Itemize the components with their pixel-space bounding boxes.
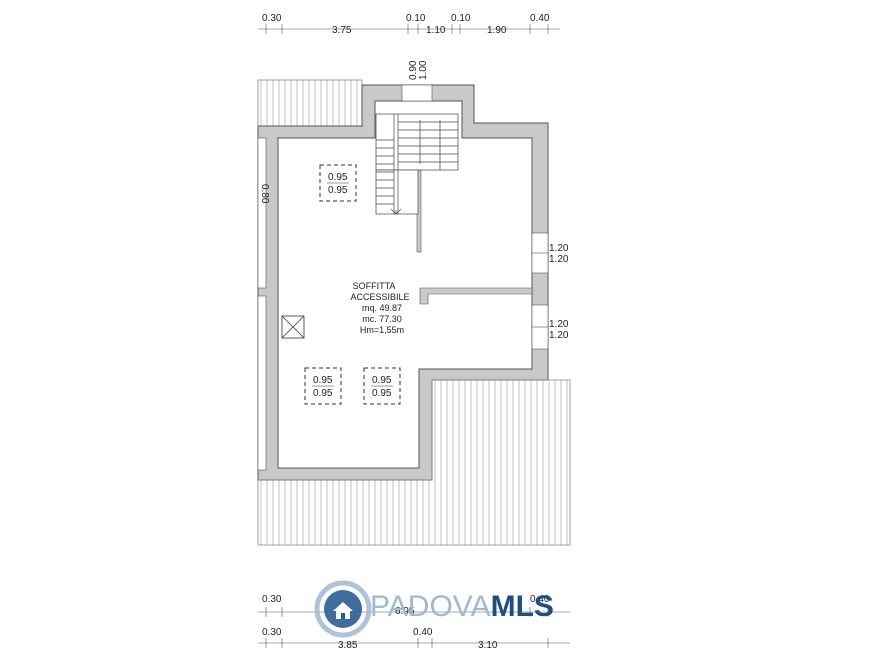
- skylight-1-w: 0.95: [328, 172, 348, 183]
- room-name-2: ACCESSIBILE: [350, 292, 409, 302]
- skylight-3: 0.95 0.95: [363, 367, 401, 405]
- dim-b1-2: 0.40: [530, 594, 550, 605]
- dim-win1-b: 1.20: [549, 254, 569, 265]
- terrace-bottom: [257, 379, 571, 546]
- skylight-2-h: 0.95: [313, 388, 333, 399]
- dim-b2-0: 0.30: [262, 627, 282, 638]
- dim-stair-b: 1.00: [418, 60, 429, 80]
- logo-part-1: PADOVA: [370, 590, 491, 623]
- skylight-3-w: 0.95: [372, 375, 392, 386]
- dim-top-0: 0.30: [262, 13, 282, 24]
- dim-b2-3: 3.10: [478, 640, 498, 651]
- flue-icon: [281, 315, 305, 339]
- room-name-1: SOFFITTA: [353, 281, 396, 291]
- bottom-dimension-line-2: 0.30 3.85 0.40 3.10: [258, 627, 570, 651]
- dim-top-4: 0.10: [451, 13, 471, 24]
- skylight-2-w: 0.95: [313, 375, 333, 386]
- dim-top-2: 0.10: [406, 13, 426, 24]
- dim-win2-b: 1.20: [549, 330, 569, 341]
- room-height: Hm=1,55m: [360, 325, 404, 335]
- dim-left-wall: 0.80: [259, 184, 270, 204]
- dim-top-6: 0.40: [530, 13, 550, 24]
- skylight-3-h: 0.95: [372, 388, 392, 399]
- dim-top-1: 3.75: [332, 25, 352, 36]
- dim-top-3: 1.10: [426, 25, 446, 36]
- terrace-top-left: [257, 79, 363, 127]
- dim-b2-2: 0.40: [413, 627, 433, 638]
- room-area: mq. 49.87: [362, 303, 402, 313]
- dim-win1-a: 1.20: [549, 243, 569, 254]
- logo-text: PADOVAMLS: [370, 590, 554, 624]
- skylight-1: 0.95 0.95: [319, 164, 357, 202]
- dim-b2-1: 3.85: [338, 640, 358, 651]
- dim-b1-0: 0.30: [262, 594, 282, 605]
- logo-part-2: MLS: [490, 590, 554, 623]
- dim-b1-1: 6.95: [395, 606, 415, 617]
- dim-win2-a: 1.20: [549, 319, 569, 330]
- top-dimension-line: 0.30 3.75 0.10 1.10 0.10 1.90 0.40: [258, 13, 560, 36]
- left-wall-opening: [257, 137, 267, 289]
- dim-top-5: 1.90: [487, 25, 507, 36]
- skylight-2: 0.95 0.95: [304, 367, 342, 405]
- stair-window: [401, 84, 433, 102]
- padovamls-logo: PADOVAMLS: [312, 578, 592, 640]
- interior-partition: [419, 287, 533, 305]
- house-pin-icon: [314, 580, 372, 638]
- left-wall-opening-2: [257, 295, 267, 471]
- room-volume: mc. 77.30: [362, 314, 402, 324]
- staircase: [375, 113, 459, 215]
- dim-stair-a: 0.90: [408, 60, 419, 80]
- skylight-1-h: 0.95: [328, 185, 348, 196]
- bottom-dimension-line-1: 0.30 6.95 0.40: [258, 594, 570, 617]
